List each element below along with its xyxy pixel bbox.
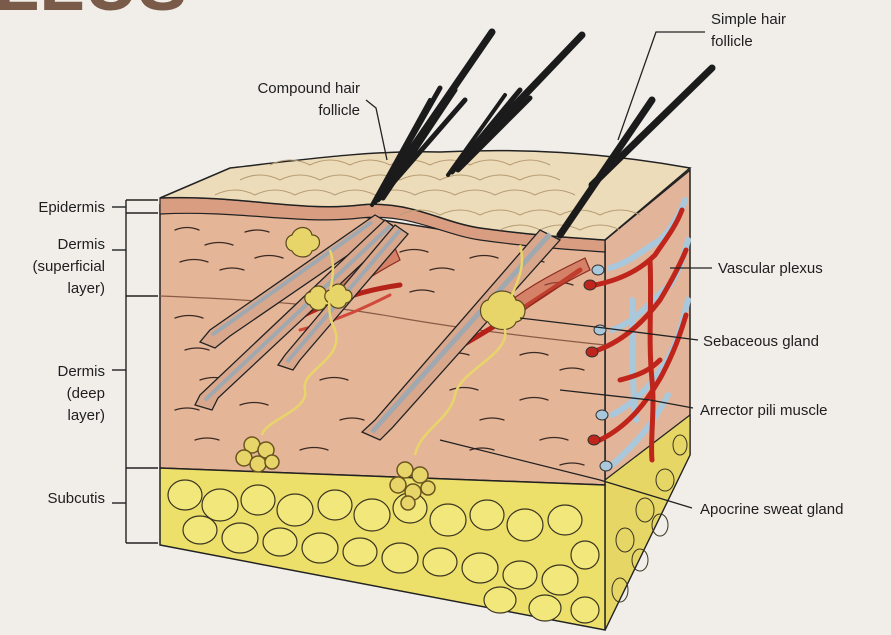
layer-bracket — [112, 200, 158, 543]
label-vascular-plexus-text: Vascular plexus — [718, 260, 823, 277]
label-dermis-deep-line-3: layer) — [67, 407, 105, 424]
label-sebaceous-gland-text: Sebaceous gland — [703, 333, 819, 350]
label-dermis-superficial-line-3: layer) — [67, 280, 105, 297]
label-arrector-pili-text: Arrector pili muscle — [700, 402, 828, 419]
label-dermis-superficial: Dermis (superficial layer) — [32, 236, 105, 297]
label-dermis-deep-line-2: (deep — [67, 385, 105, 402]
label-dermis-deep-line-1: Dermis — [58, 363, 106, 380]
label-subcutis-line-1: Subcutis — [47, 490, 105, 507]
label-compound-line-1: Compound hair — [257, 80, 360, 97]
label-epidermis: Epidermis — [38, 199, 105, 216]
label-epidermis-line-1: Epidermis — [38, 199, 105, 216]
label-simple-line-1: Simple hair — [711, 11, 786, 28]
label-dermis-superficial-line-1: Dermis — [58, 236, 106, 253]
label-dermis-superficial-line-2: (superficial — [32, 258, 105, 275]
label-compound-hair-follicle: Compound hair follicle — [257, 80, 387, 160]
partial-title: LLUS — [0, 0, 187, 26]
label-simple-line-2: follicle — [711, 33, 753, 50]
label-vascular-plexus: Vascular plexus — [670, 260, 823, 277]
label-apocrine-text: Apocrine sweat gland — [700, 501, 843, 518]
label-compound-line-2: follicle — [318, 102, 360, 119]
label-subcutis: Subcutis — [47, 490, 105, 507]
label-dermis-deep: Dermis (deep layer) — [58, 363, 106, 424]
